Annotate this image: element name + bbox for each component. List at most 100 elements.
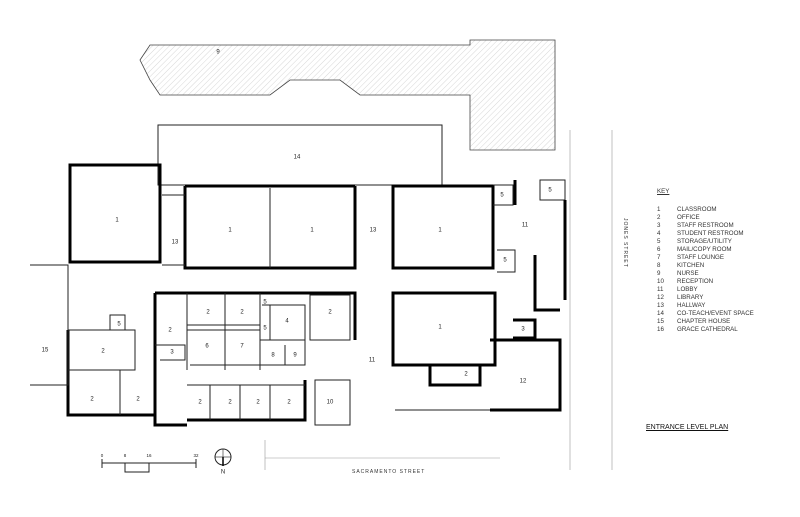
key-item: 4 STUDENT RESTROOM <box>657 230 754 238</box>
room-label: 1 <box>438 325 442 331</box>
room-label: 2 <box>256 400 260 406</box>
room-label: 13 <box>172 240 179 246</box>
room-label: 10 <box>327 400 334 406</box>
north-arrow-icon: N <box>214 448 232 476</box>
key-item: 13 HALLWAY <box>657 302 754 310</box>
svg-text:8: 8 <box>124 453 127 458</box>
key-label: STAFF RESTROOM <box>677 222 734 229</box>
key-label: STUDENT RESTROOM <box>677 230 744 237</box>
key-number: 8 <box>657 262 661 269</box>
room-label: 12 <box>520 379 527 385</box>
key-label: STORAGE/UTILITY <box>677 238 732 245</box>
exterior-wall <box>68 163 162 264</box>
key-item: 9 NURSE <box>657 270 754 278</box>
room-label: 5 <box>263 326 267 332</box>
key-label: CO-TEACH/EVENT SPACE <box>677 310 754 317</box>
key-item: 12 LIBRARY <box>657 294 754 302</box>
street-label-jones: JONES STREET <box>622 218 628 268</box>
room-label: 2 <box>228 400 232 406</box>
key-title: KEY <box>657 188 670 195</box>
room-label: 2 <box>136 397 140 403</box>
room-labels: 9 14 1 13 1 1 13 1 5 5 11 5 2 2 2 5 15 2… <box>42 50 553 406</box>
key-number: 9 <box>657 270 661 277</box>
key-item: 11 LOBBY <box>657 286 754 294</box>
key-number: 4 <box>657 230 661 237</box>
room-label: 2 <box>90 397 94 403</box>
room-outline-9 <box>139 39 556 151</box>
key-number: 1 <box>657 206 661 213</box>
key-number: 12 <box>657 294 664 301</box>
key-label: LIBRARY <box>677 294 704 301</box>
room-label: 14 <box>294 155 301 161</box>
key-number: 6 <box>657 246 661 253</box>
room-label: 2 <box>168 328 172 334</box>
room-label: 13 <box>370 228 377 234</box>
key-label: KITCHEN <box>677 262 705 269</box>
plan-title: ENTRANCE LEVEL PLAN <box>646 424 729 431</box>
key-label: OFFICE <box>677 214 700 221</box>
key-label: MAIL/COPY ROOM <box>677 246 732 253</box>
key-label: STAFF LOUNGE <box>677 254 724 261</box>
room-label: 9 <box>293 353 297 359</box>
key-number: 16 <box>657 326 664 333</box>
scale-bar: 0 8 16 32 <box>101 453 199 473</box>
room-label: 1 <box>115 218 119 224</box>
room-label: 2 <box>464 372 468 378</box>
legend-key: KEY 1 CLASSROOM 2 OFFICE 3 STAFF RESTROOM 4 STU… <box>657 188 754 334</box>
room-label: 3 <box>521 327 525 333</box>
key-number: 10 <box>657 278 664 285</box>
key-item: 10 RECEPTION <box>657 278 754 286</box>
key-label: RECEPTION <box>677 278 714 285</box>
room-label: 2 <box>287 400 291 406</box>
room-label: 6 <box>205 344 209 350</box>
key-number: 3 <box>657 222 661 229</box>
exterior-wall <box>391 184 495 270</box>
key-item: 8 KITCHEN <box>657 262 754 270</box>
room-label: 5 <box>503 258 507 264</box>
room-label: 2 <box>206 310 210 316</box>
key-item: 3 STAFF RESTROOM <box>657 222 754 230</box>
room-label: 1 <box>228 228 232 234</box>
key-item: 14 CO-TEACH/EVENT SPACE <box>657 310 754 318</box>
room-label: 9 <box>216 50 220 56</box>
room-label: 5 <box>500 193 504 199</box>
key-item: 6 MAIL/COPY ROOM <box>657 246 754 254</box>
room-label: 4 <box>285 319 289 325</box>
room-label: 5 <box>117 322 121 328</box>
room-label: 2 <box>328 310 332 316</box>
key-number: 11 <box>657 286 664 293</box>
key-item: 1 CLASSROOM <box>657 206 754 214</box>
key-label: HALLWAY <box>677 302 706 309</box>
room-label: 8 <box>271 353 275 359</box>
key-number: 14 <box>657 310 664 317</box>
key-label: GRACE CATHEDRAL <box>677 326 738 333</box>
room-label: 3 <box>170 350 174 356</box>
room-label: 2 <box>198 400 202 406</box>
key-number: 5 <box>657 238 661 245</box>
room-label: 2 <box>240 310 244 316</box>
key-item: 2 OFFICE <box>657 214 754 222</box>
room-label: 7 <box>240 344 244 350</box>
room-label: 5 <box>548 188 552 194</box>
svg-text:32: 32 <box>193 453 199 458</box>
key-label: CHAPTER HOUSE <box>677 318 731 325</box>
room-label: 11 <box>522 223 529 229</box>
key-label: LOBBY <box>677 286 698 293</box>
room-label: 2 <box>101 349 105 355</box>
room-label: 5 <box>263 300 267 306</box>
key-number: 13 <box>657 302 664 309</box>
key-number: 15 <box>657 318 664 325</box>
key-label: CLASSROOM <box>677 206 717 213</box>
key-number: 2 <box>657 214 661 221</box>
svg-text:0: 0 <box>101 453 104 458</box>
key-number: 7 <box>657 254 661 261</box>
svg-text:N: N <box>221 470 225 476</box>
street-label-sacramento: SACRAMENTO STREET <box>352 469 425 475</box>
key-item: 16 GRACE CATHEDRAL <box>657 326 754 334</box>
room-label: 15 <box>42 348 49 354</box>
key-item: 5 STORAGE/UTILITY <box>657 238 754 246</box>
svg-text:16: 16 <box>146 453 152 458</box>
key-label: NURSE <box>677 270 699 277</box>
room-label: 11 <box>369 358 376 364</box>
